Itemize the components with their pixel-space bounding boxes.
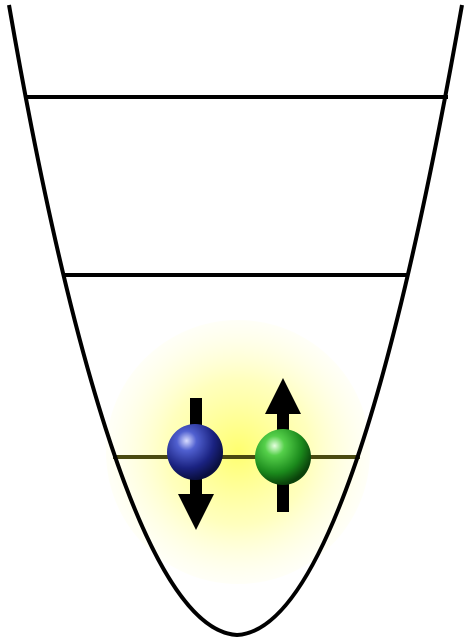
potential-curve bbox=[7, 4, 464, 638]
spin-down-arrow-head bbox=[178, 494, 214, 530]
blue-particle-sphere bbox=[167, 424, 223, 480]
particle-blue bbox=[167, 398, 223, 530]
particle-green bbox=[255, 378, 311, 512]
ground-state-glow bbox=[106, 320, 370, 584]
spin-up-arrow-head bbox=[265, 378, 301, 414]
green-particle-sphere bbox=[255, 429, 311, 485]
